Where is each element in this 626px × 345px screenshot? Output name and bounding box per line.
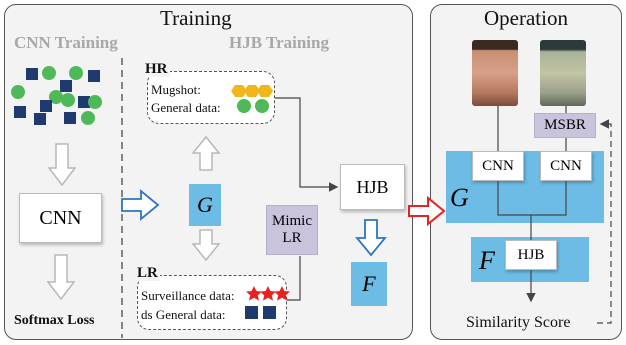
hjb-to-f-arrow xyxy=(355,219,387,257)
operation-hjb-label: HJB xyxy=(517,246,545,263)
cnn-training-label: CNN Training xyxy=(14,33,118,52)
similarity-score-label: Similarity Score xyxy=(466,314,571,331)
operation-cnn-right-label: CNN xyxy=(550,157,582,174)
mimic-lr-box: Mimic LR xyxy=(266,205,318,255)
operation-cnn-left-label: CNN xyxy=(482,157,514,174)
operation-g-label: G xyxy=(450,183,469,212)
mimic-lr-line2: LR xyxy=(282,230,302,246)
hr-label: HR xyxy=(143,61,170,77)
hr-mugshot-tokens xyxy=(231,85,273,97)
hr-face-image xyxy=(472,40,518,106)
g-box: G xyxy=(189,184,221,226)
operation-title: Operation xyxy=(484,6,568,30)
lr-label: LR xyxy=(135,265,160,281)
hr-general-tokens xyxy=(237,99,269,113)
similarity-to-msbr-feedback xyxy=(597,119,612,324)
g-box-label: G xyxy=(197,192,213,217)
lr-to-mimic-line xyxy=(287,256,301,301)
hr-general-label: General data: xyxy=(151,100,221,115)
lr-general-tokens xyxy=(245,306,276,319)
cnn-merge-lines xyxy=(497,181,567,216)
cnn-box-label: CNN xyxy=(39,206,82,229)
lr-general-label: ds General data: xyxy=(141,307,226,322)
g-to-hr-arrow xyxy=(191,135,221,171)
hr-mugshot-label: Mugshot: xyxy=(151,82,201,97)
mimic-lr-line1: Mimic xyxy=(272,212,312,229)
cnn-box: CNN xyxy=(19,193,102,243)
lr-surveillance-stars xyxy=(246,286,290,301)
training-to-operation-arrow xyxy=(408,195,446,227)
lr-data-box xyxy=(137,275,287,330)
lr-surveillance-label: Surveillance data: xyxy=(141,288,235,303)
operation-f-label: F xyxy=(479,246,495,275)
msbr-box: MSBR xyxy=(534,113,596,138)
hjb-box: HJB xyxy=(340,164,405,210)
operation-cnn-left: CNN xyxy=(472,151,524,181)
hjb-training-label: HJB Training xyxy=(229,33,329,52)
f-box: F xyxy=(351,262,387,306)
operation-cnn-right: CNN xyxy=(540,151,592,181)
cnn-dataset-to-cnn-arrow xyxy=(47,143,77,187)
hr-to-hjb-line xyxy=(275,97,339,192)
hr-data-box xyxy=(147,71,275,124)
msbr-label: MSBR xyxy=(544,117,586,133)
cnn-dataset-tokens xyxy=(11,66,102,125)
g-to-lr-arrow xyxy=(191,229,221,262)
operation-hjb-box: HJB xyxy=(505,240,557,270)
f-box-label: F xyxy=(362,271,376,296)
hjb-box-label: HJB xyxy=(356,176,389,197)
lr-face-image xyxy=(540,40,586,106)
softmax-loss-label: Softmax Loss xyxy=(14,313,95,328)
cnn-to-g-arrow xyxy=(121,189,160,221)
training-title: Training xyxy=(160,6,232,30)
cnn-to-softmax-arrow xyxy=(46,254,76,301)
